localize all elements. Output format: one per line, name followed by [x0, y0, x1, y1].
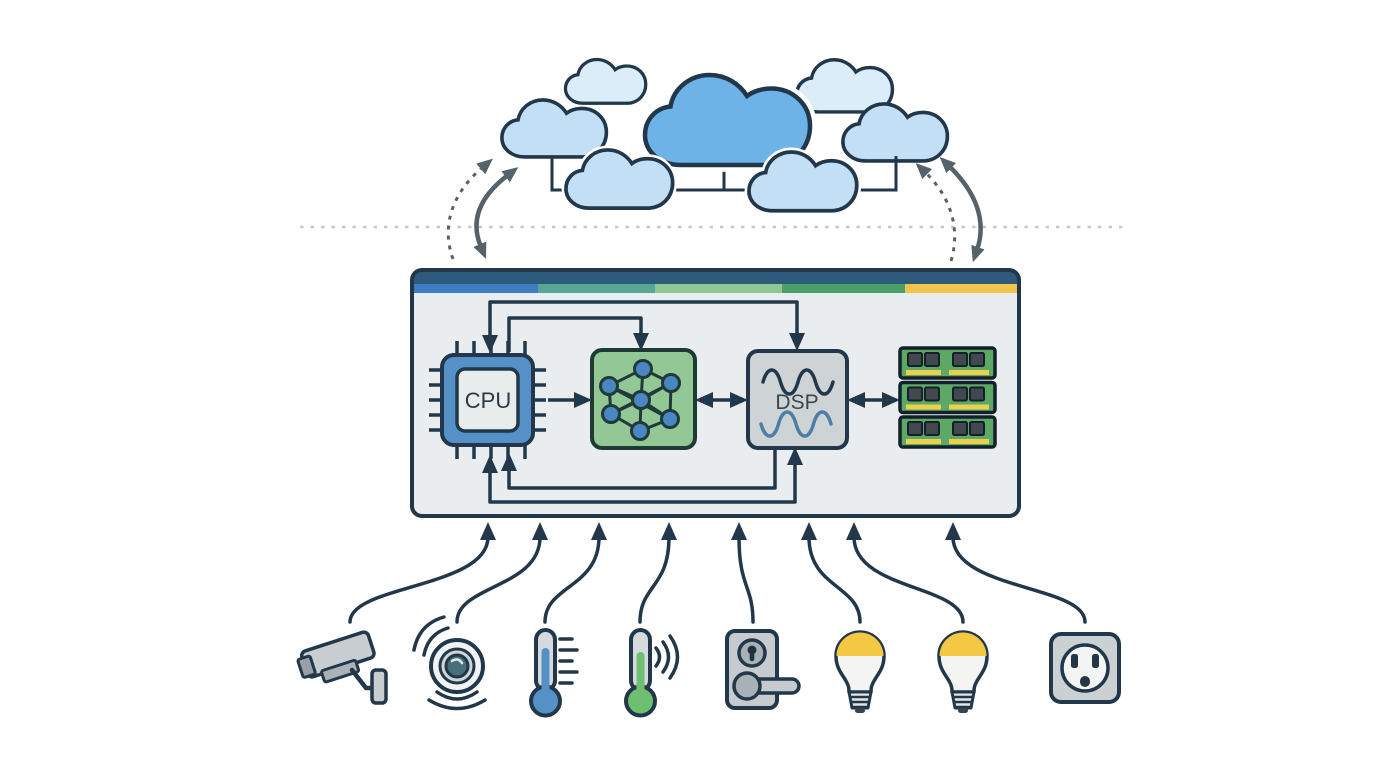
- dsp-wave-top: [761, 368, 835, 396]
- ram-module: [898, 346, 997, 380]
- device-row: [296, 615, 1121, 718]
- uplink-door-lock: [731, 522, 755, 624]
- uplink-thermometer: [543, 522, 607, 624]
- hub-header-strip: [414, 284, 1017, 293]
- sync-arrow-left-bidirectional: [473, 167, 519, 259]
- security-camera-icon: [296, 630, 388, 705]
- cloud-sync-arrows: [446, 156, 985, 263]
- top-inner-bus-cpu-to-nn: [507, 316, 649, 352]
- uplink-arrow-right-dashed: [915, 162, 957, 262]
- strip-segment-yellow: [905, 284, 1017, 293]
- cloud-left: [500, 98, 609, 159]
- uplink-camera: [348, 522, 496, 624]
- hub-outline: [410, 268, 1021, 518]
- smart-bulb-icon: [834, 630, 886, 715]
- cpu-die: [455, 367, 520, 433]
- power-outlet-icon: [1049, 632, 1121, 704]
- ram-module: [898, 415, 997, 449]
- thermometer-scale-ticks: [558, 637, 579, 685]
- hub-header-bar: [412, 270, 1019, 284]
- wireless-thermometer-icon: [624, 628, 680, 718]
- cpu-pins: [429, 341, 546, 459]
- cloud-cluster: [500, 57, 950, 210]
- smart-bulb-icon: [937, 630, 989, 715]
- uplink-motion-sensor: [455, 522, 548, 624]
- uplink-bulb-1: [801, 522, 862, 624]
- strip-segment-teal: [538, 284, 655, 293]
- hub-internal-arrows: [482, 300, 900, 504]
- dsp-block-icon: DSP: [746, 349, 849, 450]
- cpu-label: CPU: [465, 388, 511, 413]
- thermometer-icon: [529, 628, 579, 718]
- cpu-chip-icon: CPU: [429, 341, 546, 459]
- memory-modules-icon: [898, 346, 997, 449]
- uplink-wireless-thermometer: [638, 522, 677, 624]
- strip-segment-green: [782, 284, 905, 293]
- nn-nodes: [599, 359, 681, 441]
- uplink-bulb-2: [846, 522, 965, 624]
- dsp-box: [746, 349, 849, 450]
- dsp-wave-bottom: [759, 410, 833, 438]
- motion-sensor-icon: [412, 615, 487, 711]
- sync-arrow-right-bidirectional: [939, 156, 985, 263]
- uplink-outlet: [945, 522, 1087, 624]
- ram-module: [898, 380, 997, 415]
- cloud-small-top-left: [563, 57, 648, 105]
- neural-network-icon: [590, 348, 697, 450]
- smart-door-lock-icon: [725, 629, 801, 710]
- device-uplink-arrows: [348, 522, 1087, 624]
- strip-segment-blue: [414, 284, 538, 293]
- bottom-outer-bus: [482, 447, 803, 504]
- strip-segment-light-green: [655, 284, 782, 293]
- thermometer-signal-waves: [654, 634, 680, 680]
- dsp-label: DSP: [775, 391, 818, 414]
- bottom-inner-bus-dsp-to-cpu: [501, 448, 777, 490]
- top-outer-bus: [482, 300, 805, 353]
